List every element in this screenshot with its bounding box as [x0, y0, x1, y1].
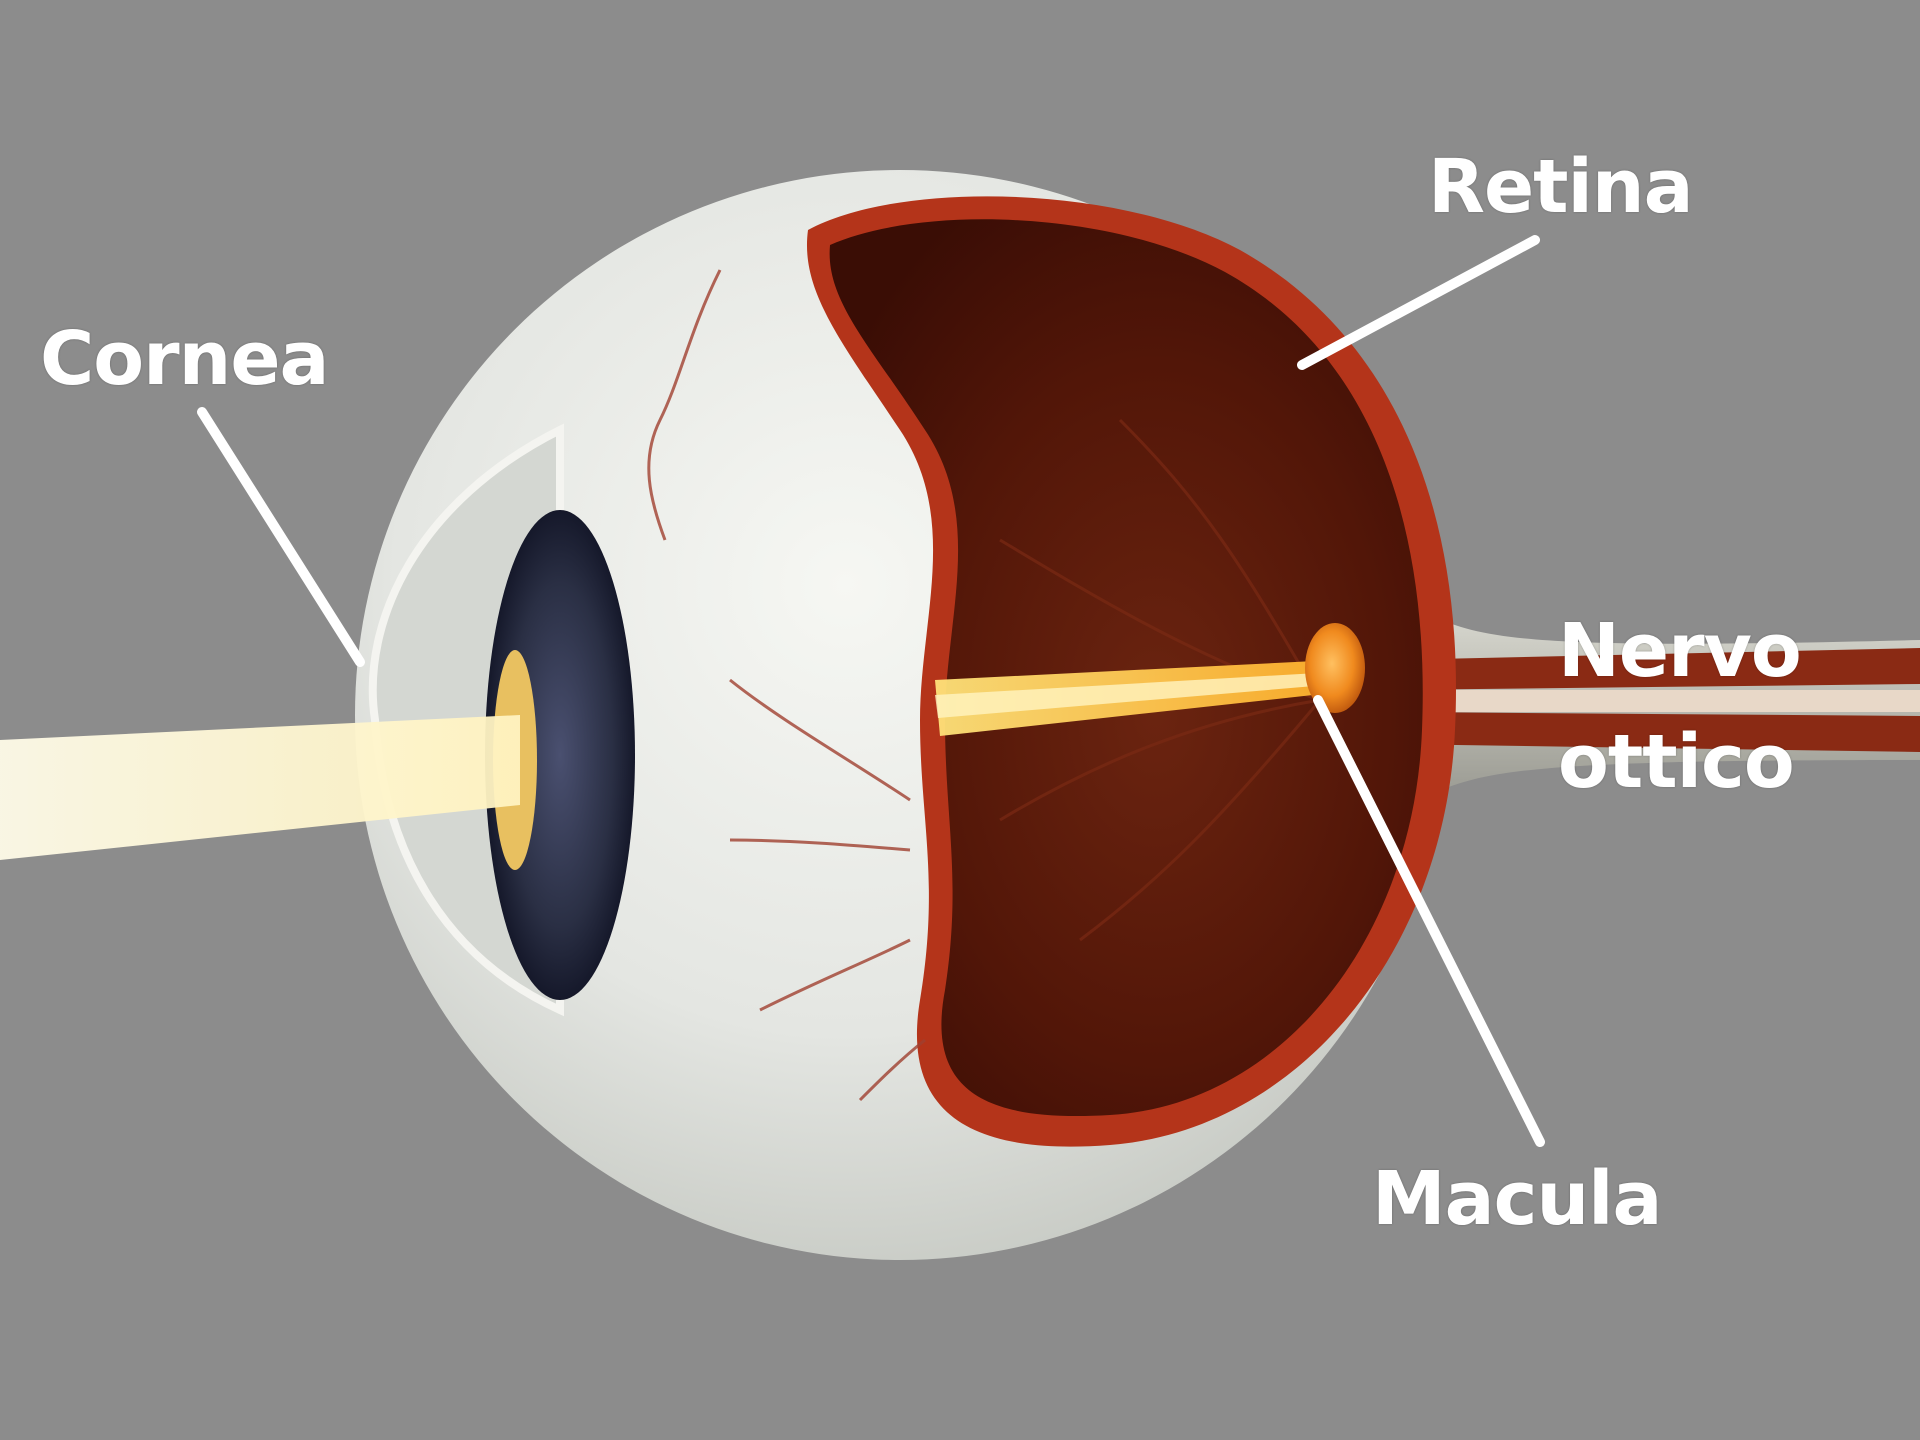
eyeball-cross-section	[355, 170, 1456, 1260]
optic-nerve-label-line2: ottico	[1558, 707, 1801, 818]
cornea-label: Cornea	[40, 322, 328, 396]
macula-label: Macula	[1372, 1162, 1661, 1236]
optic-nerve-label-line1: Nervo	[1558, 596, 1801, 707]
retina-leader	[1302, 240, 1535, 365]
optic-nerve-label: Nervo ottico	[1558, 596, 1801, 818]
cornea-leader	[202, 412, 360, 662]
retina-label: Retina	[1428, 150, 1693, 224]
